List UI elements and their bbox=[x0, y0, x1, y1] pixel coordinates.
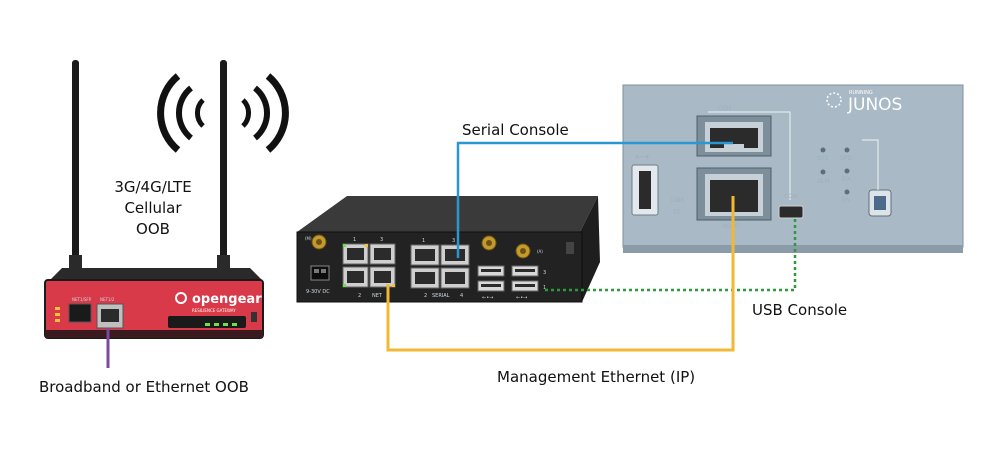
led-en-label: EN bbox=[842, 197, 850, 204]
opengear-small-device: NET1/SFP NET1/2 opengear RESILIENCE GATE… bbox=[44, 60, 264, 339]
junos-brand-top: RUNNING bbox=[849, 90, 873, 96]
cellular-label-line2: Cellular bbox=[124, 199, 182, 217]
con-top-label: CON bbox=[718, 105, 731, 112]
led-sys-label: SYS bbox=[817, 155, 828, 162]
con-side-label: CON bbox=[784, 193, 797, 200]
opengear-subtitle: RESILIENCE GATEWAY bbox=[192, 308, 236, 313]
side-button bbox=[566, 242, 574, 254]
usb-symbol-icon: ⟷ bbox=[635, 152, 649, 163]
antenna-a-label: (A) bbox=[537, 249, 543, 254]
link-label: LINK bbox=[671, 197, 686, 204]
mgmt-ethernet-label: Management Ethernet (IP) bbox=[497, 368, 695, 386]
antenna-left bbox=[72, 60, 79, 265]
port-label-sfp: NET1/SFP bbox=[72, 297, 92, 302]
wireless-signal-icon bbox=[157, 73, 289, 153]
opengear-large-front bbox=[296, 231, 583, 303]
antenna-right bbox=[220, 60, 227, 265]
junos-brand: JUNOS bbox=[847, 95, 902, 115]
usb-port-num-3: 3 bbox=[543, 270, 546, 276]
net-port-num-1: 1 bbox=[353, 237, 356, 243]
serial-label: SERIAL bbox=[432, 293, 450, 299]
opengear-large-device: (M) (A) 9-30V DC 1 3 2 NET bbox=[296, 196, 600, 303]
usb-label-right: ←•→ bbox=[516, 295, 527, 301]
serial-console-cable bbox=[456, 141, 733, 258]
usb-port-num-1: 1 bbox=[543, 285, 546, 291]
net-port-num-2: 2 bbox=[358, 293, 361, 299]
led-dx-label: DX bbox=[842, 176, 851, 183]
juniper-front-panel bbox=[622, 84, 964, 248]
cellular-label-line1: 3G/4G/LTE bbox=[114, 178, 191, 196]
serial-port-num-4: 4 bbox=[460, 293, 463, 299]
mini-usb-console-port bbox=[778, 205, 804, 219]
port-label-net: NET1/2 bbox=[100, 297, 115, 302]
juniper-device: RUNNING JUNOS ⟷ CON MGMT LINK ST CON SYS… bbox=[622, 84, 964, 253]
opengear-brand: opengear bbox=[192, 292, 262, 307]
led-alm-label: ALM bbox=[817, 178, 830, 185]
opengear-logo-icon bbox=[175, 292, 187, 304]
serial-port-num-3: 3 bbox=[452, 238, 455, 244]
serial-port-num-1: 1 bbox=[422, 238, 425, 244]
power-label: 9-30V DC bbox=[306, 289, 330, 295]
cellular-label-line3: OOB bbox=[136, 220, 170, 238]
sfp-port bbox=[68, 303, 92, 323]
net-port-num-3: 3 bbox=[380, 237, 383, 243]
antenna-m-label: (M) bbox=[305, 236, 312, 241]
st-label: ST bbox=[673, 209, 681, 216]
usb-label-left: ←•→ bbox=[482, 295, 493, 301]
power-connector bbox=[310, 265, 330, 281]
broadband-label: Broadband or Ethernet OOB bbox=[39, 378, 249, 396]
usb-console-label: USB Console bbox=[752, 301, 847, 319]
serial-console-label: Serial Console bbox=[462, 121, 569, 139]
serial-port-num-2: 2 bbox=[424, 293, 427, 299]
led-spd-label: SPD bbox=[840, 155, 852, 162]
management-ethernet-cable bbox=[386, 196, 735, 352]
net-label: NET bbox=[372, 293, 383, 299]
junos-logo-icon bbox=[826, 92, 842, 108]
